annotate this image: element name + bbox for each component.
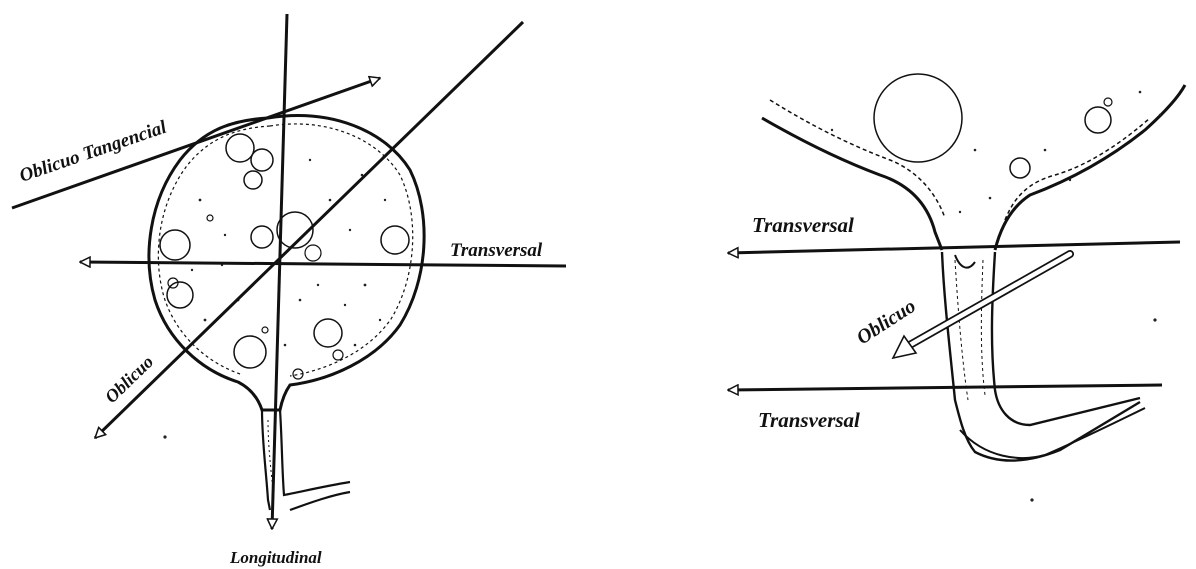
vacuole xyxy=(381,226,409,254)
vacuole xyxy=(1085,107,1111,133)
oblique-label: Oblicuo xyxy=(101,351,157,406)
vacuole xyxy=(333,350,343,360)
vacuole xyxy=(251,226,273,248)
vacuole xyxy=(1010,158,1030,178)
vacuole xyxy=(262,327,268,333)
vacuole xyxy=(314,319,342,347)
vacuole xyxy=(305,245,321,261)
oblique-tangential-plane xyxy=(12,78,380,208)
vacuole xyxy=(251,149,273,171)
longitudinal-label: Longitudinal xyxy=(229,548,322,567)
oblique-arrow xyxy=(893,254,1070,358)
vacuole xyxy=(234,336,266,368)
oblique-tangential-label: Oblicuo Tangencial xyxy=(17,117,170,187)
cell-body xyxy=(149,116,424,439)
cell-bottom xyxy=(762,74,1185,502)
longitudinal-plane xyxy=(272,14,287,529)
vacuole xyxy=(1104,98,1112,106)
vacuole xyxy=(207,215,213,221)
right-figure: Transversal Oblicuo Transversal xyxy=(728,74,1185,502)
transversal-label: Transversal xyxy=(450,240,543,261)
vacuole xyxy=(226,134,254,162)
vacuole xyxy=(874,74,962,162)
oblique-plane xyxy=(95,22,523,438)
transversal-plane-bottom xyxy=(728,385,1162,390)
transversal-plane-top xyxy=(728,242,1180,253)
left-figure: Oblicuo Tangencial Transversal Oblicuo L… xyxy=(12,14,566,567)
transversal-bottom-label: Transversal xyxy=(758,408,860,432)
vacuole xyxy=(167,282,193,308)
vacuole xyxy=(244,171,262,189)
transversal-plane xyxy=(80,262,566,266)
transversal-top-label: Transversal xyxy=(752,213,854,237)
vacuole xyxy=(160,230,190,260)
